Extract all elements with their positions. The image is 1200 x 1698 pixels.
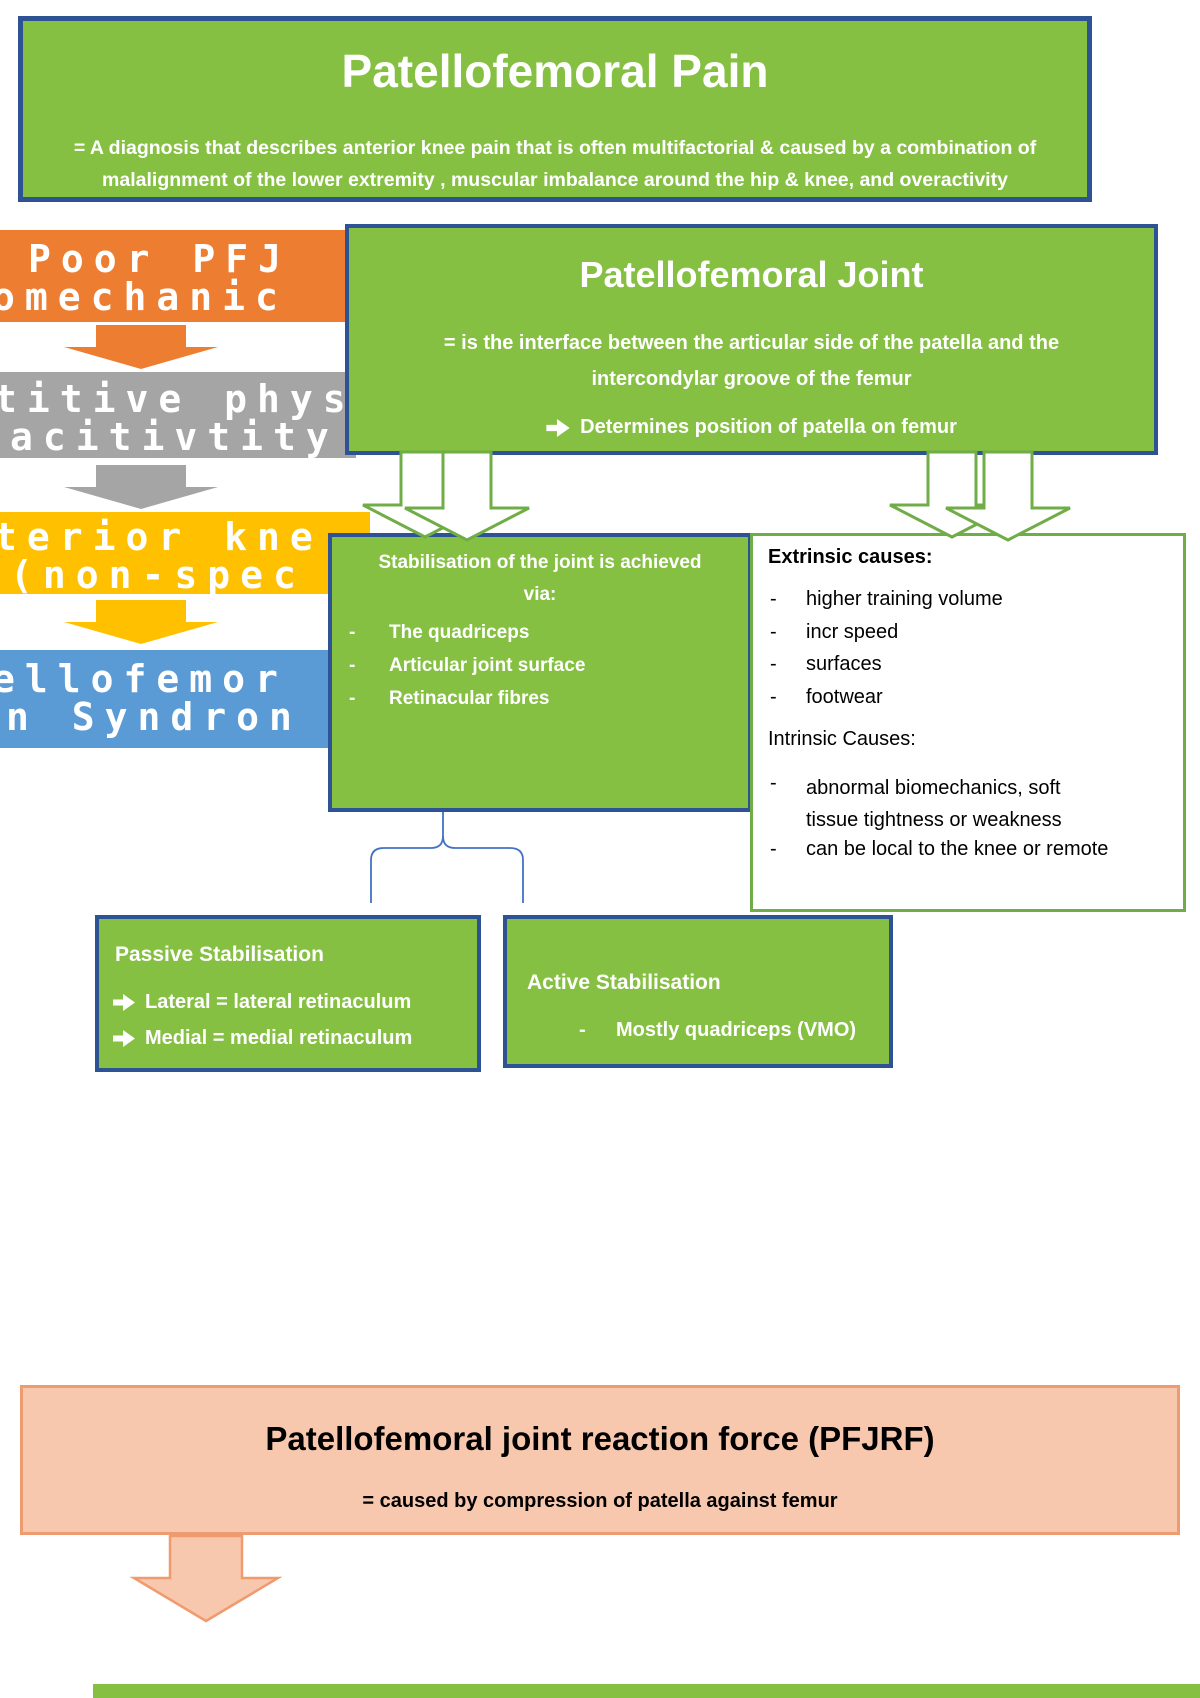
arrow-down-icon-peach <box>129 1534 283 1623</box>
poor-pfj-line2: omechanic <box>0 275 288 319</box>
list-marker: - <box>770 686 777 708</box>
anterior-knee-pain-line1: terior kne <box>0 515 323 559</box>
stabilisation-item: The quadriceps <box>389 622 530 643</box>
passive-item-row: Medial = medial retinaculum <box>113 1027 412 1050</box>
pfp-syndrome-box: ellofemor n Syndron <box>0 650 340 748</box>
patellofemoral-pain-header-box: Patellofemoral Pain = A diagnosis that d… <box>18 16 1092 202</box>
pfjrf-title: Patellofemoral joint reaction force (PFJ… <box>265 1420 935 1457</box>
extrinsic-item: footwear <box>806 686 883 708</box>
stabilisation-item: Retinacular fibres <box>389 688 550 709</box>
intrinsic-causes-heading: Intrinsic Causes: <box>768 728 916 750</box>
causes-box: Extrinsic causes: - higher training volu… <box>750 533 1186 912</box>
arrow-right-icon <box>113 994 135 1011</box>
extrinsic-item: incr speed <box>806 621 899 643</box>
passive-stabilisation-box: Passive Stabilisation Lateral = lateral … <box>95 915 481 1072</box>
active-item: Mostly quadriceps (VMO) <box>616 1019 857 1041</box>
arrow-down-icon-outline <box>889 450 1015 539</box>
list-marker: - <box>770 588 777 610</box>
page-title: Patellofemoral Pain <box>341 45 769 97</box>
list-marker: - <box>579 1019 586 1041</box>
pfjrf-definition: = caused by compression of patella again… <box>362 1490 838 1512</box>
header-definition-line2: malalignment of the lower extremity , mu… <box>102 169 1008 191</box>
stabilisation-heading-line1: Stabilisation of the joint is achieved <box>378 552 702 573</box>
list-marker: - <box>770 621 777 643</box>
arrow-down-icon-outline <box>362 450 488 539</box>
active-stabilisation-box: Active Stabilisation - Mostly quadriceps… <box>503 915 893 1068</box>
arrow-down-icon-orange <box>64 325 218 369</box>
intrinsic-item: can be local to the knee or remote <box>806 838 1109 860</box>
passive-item: Lateral = lateral retinaculum <box>145 991 412 1013</box>
passive-item: Medial = medial retinaculum <box>145 1027 413 1049</box>
pfj-definition-line1: = is the interface between the articular… <box>443 332 1060 354</box>
stabilisation-item: Articular joint surface <box>389 655 586 676</box>
arrow-down-icon-outline <box>945 450 1071 542</box>
intrinsic-item: abnormal biomechanics, soft tissue tight… <box>806 777 1062 831</box>
pfp-syndrome-line2: n Syndron <box>6 695 302 739</box>
arrow-right-icon <box>546 418 570 437</box>
next-section-strip <box>93 1684 1200 1698</box>
poor-pfj-biomechanics-box: Poor PFJ omechanic <box>0 230 356 322</box>
arrow-down-icon-gray <box>64 465 218 509</box>
extrinsic-causes-heading: Extrinsic causes: <box>768 546 933 568</box>
pfj-definition-line2: intercondylar groove of the femur <box>591 368 912 390</box>
header-definition-line1: = A diagnosis that describes anterior kn… <box>73 137 1037 159</box>
patellofemoral-joint-box: Patellofemoral Joint = is the interface … <box>345 224 1158 455</box>
arrow-down-icon-gold <box>64 600 218 644</box>
pfp-syndrome-line1: ellofemor <box>0 657 288 701</box>
passive-title: Passive Stabilisation <box>115 943 324 966</box>
pfj-title: Patellofemoral Joint <box>579 254 924 295</box>
list-marker: - <box>349 655 356 676</box>
list-marker: - <box>770 772 777 794</box>
pfjrf-box: Patellofemoral joint reaction force (PFJ… <box>20 1385 1180 1535</box>
list-marker: - <box>770 838 777 860</box>
brace-connector-left <box>370 812 444 903</box>
extrinsic-item: surfaces <box>806 653 882 675</box>
extrinsic-item: higher training volume <box>806 588 1003 610</box>
list-marker: - <box>349 688 356 709</box>
pfj-arrow-note-row: Determines position of patella on femur <box>349 416 1154 442</box>
anterior-knee-pain-line2: (non-spec <box>10 553 306 594</box>
brace-connector-right <box>442 835 524 903</box>
poor-pfj-line1: Poor PFJ <box>28 237 292 281</box>
list-marker: - <box>349 622 356 643</box>
repetitive-activity-line1: titive phys <box>0 377 356 421</box>
passive-item-row: Lateral = lateral retinaculum <box>113 991 411 1014</box>
stabilisation-heading-line2: via: <box>523 584 557 605</box>
active-title: Active Stabilisation <box>527 971 721 994</box>
arrow-right-icon <box>113 1030 135 1047</box>
repetitive-activity-box: titive phys acitivtity <box>0 372 356 458</box>
repetitive-activity-line2: acitivtity <box>10 415 339 458</box>
list-marker: - <box>770 653 777 675</box>
pfj-arrow-note: Determines position of patella on femur <box>580 416 957 438</box>
stabilisation-box: Stabilisation of the joint is achieved v… <box>328 533 752 812</box>
anterior-knee-pain-box: terior kne (non-spec <box>0 512 370 594</box>
arrow-down-icon-outline <box>404 450 530 542</box>
